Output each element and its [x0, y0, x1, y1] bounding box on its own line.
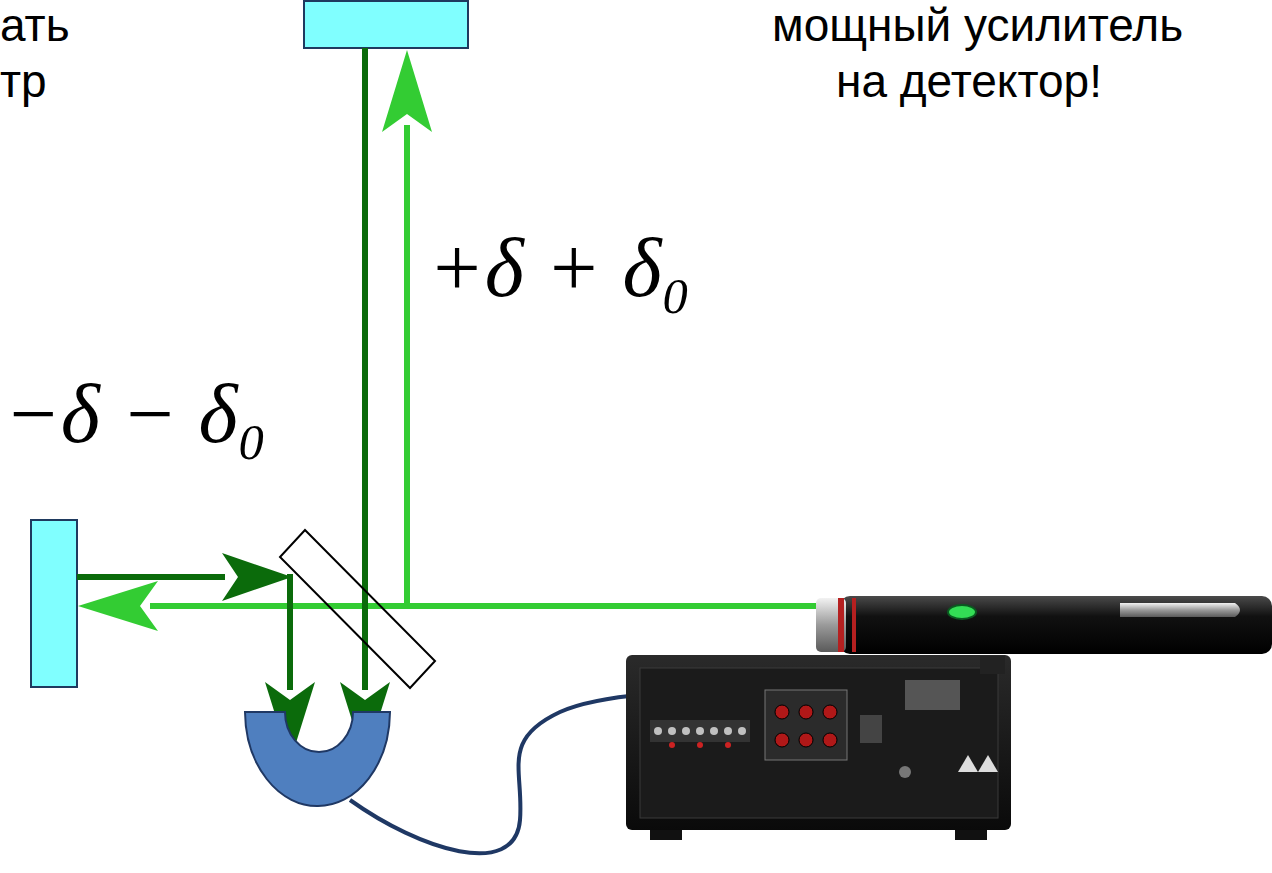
top-mirror: [304, 1, 468, 48]
laser-pointer: [816, 596, 1272, 654]
amplifier: [626, 655, 1011, 840]
beam-splitter: [280, 530, 435, 688]
left-mirror: [31, 520, 77, 687]
caption-text: мощный усилитель: [772, 0, 1183, 51]
path-difference: −δ − δ₀: [4, 368, 267, 460]
detector: [245, 712, 390, 806]
caption-text: на детектор!: [836, 56, 1102, 107]
caption-fragment: ать: [0, 0, 70, 51]
path-difference: +δ + δ₀: [428, 222, 691, 314]
incoming-beam: [78, 50, 820, 631]
caption-fragment: тр: [0, 56, 47, 107]
